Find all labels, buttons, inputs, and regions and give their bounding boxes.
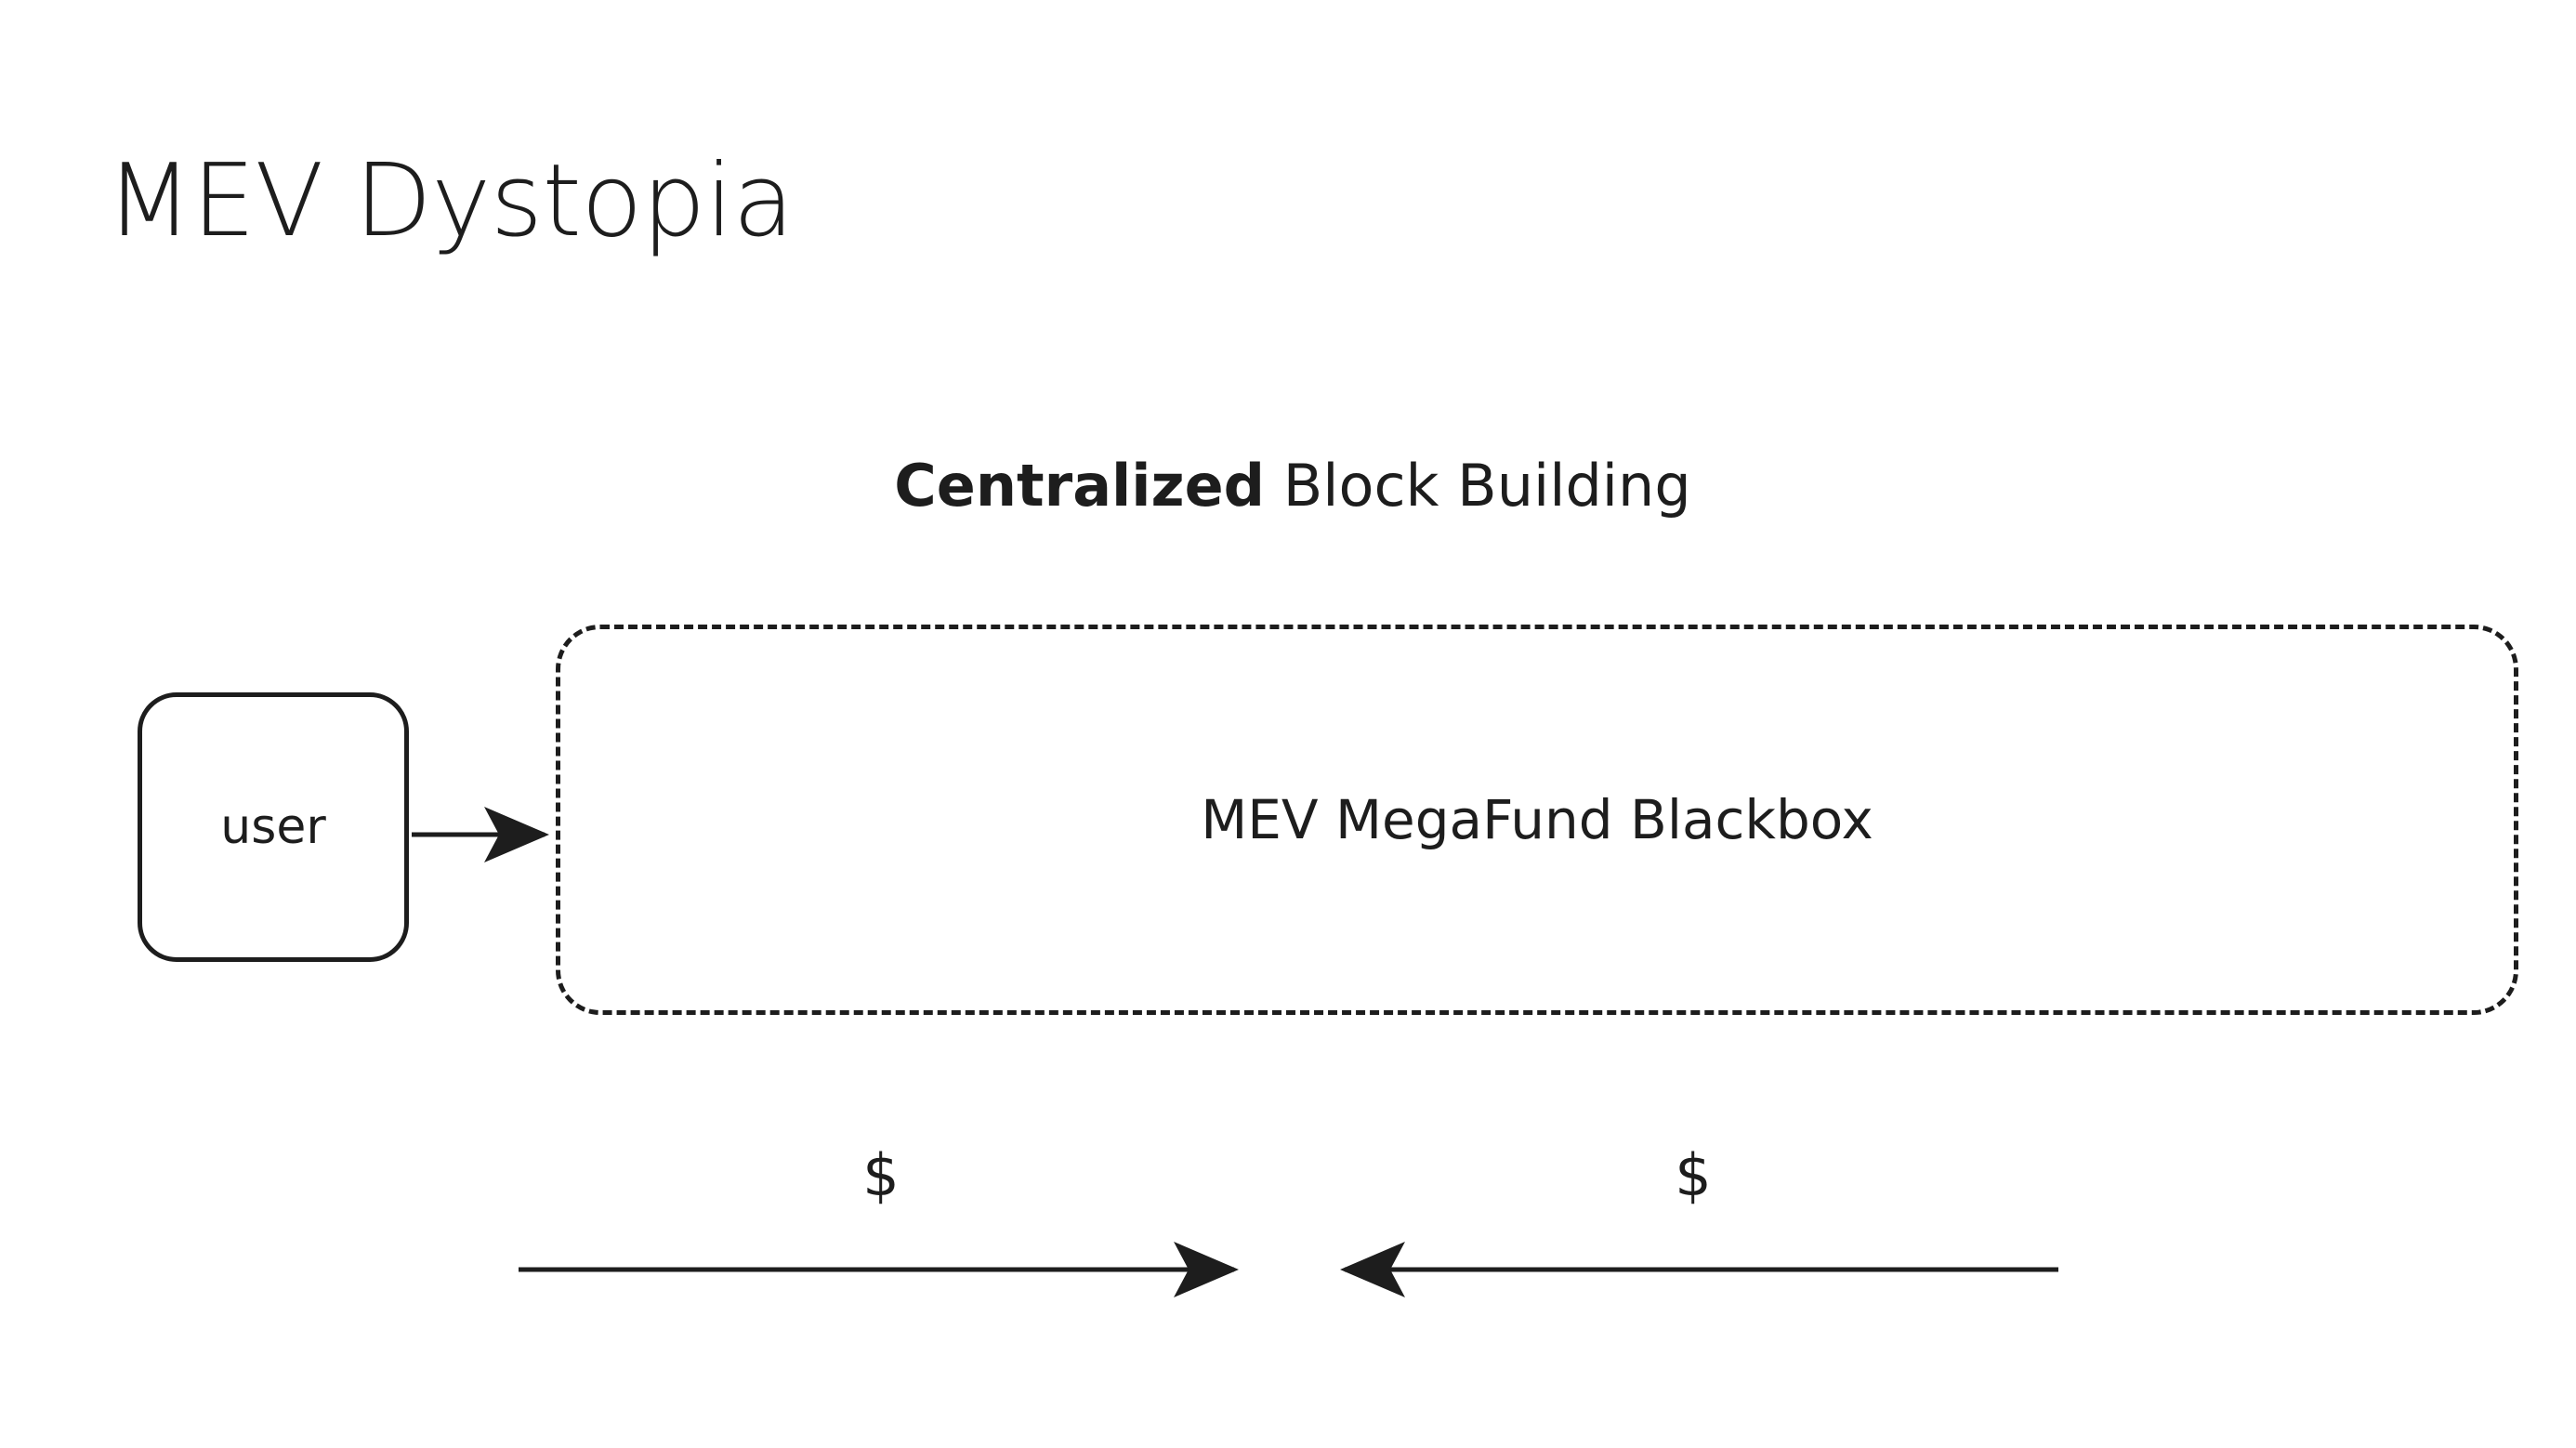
edge-money-in-label: $ <box>1675 1141 1712 1209</box>
page-title: MEV Dystopia <box>106 143 795 259</box>
node-blackbox-label: MEV MegaFund Blackbox <box>1201 788 1873 851</box>
section-heading-rest: Block Building <box>1265 452 1691 520</box>
node-blackbox[interactable]: MEV MegaFund Blackbox <box>556 625 2518 1015</box>
node-user[interactable]: user <box>138 692 409 962</box>
section-heading: Centralized Block Building <box>556 453 2030 519</box>
section-heading-emphasis: Centralized <box>894 452 1266 520</box>
node-user-label: user <box>220 799 326 855</box>
edge-money-out-label: $ <box>862 1141 900 1209</box>
